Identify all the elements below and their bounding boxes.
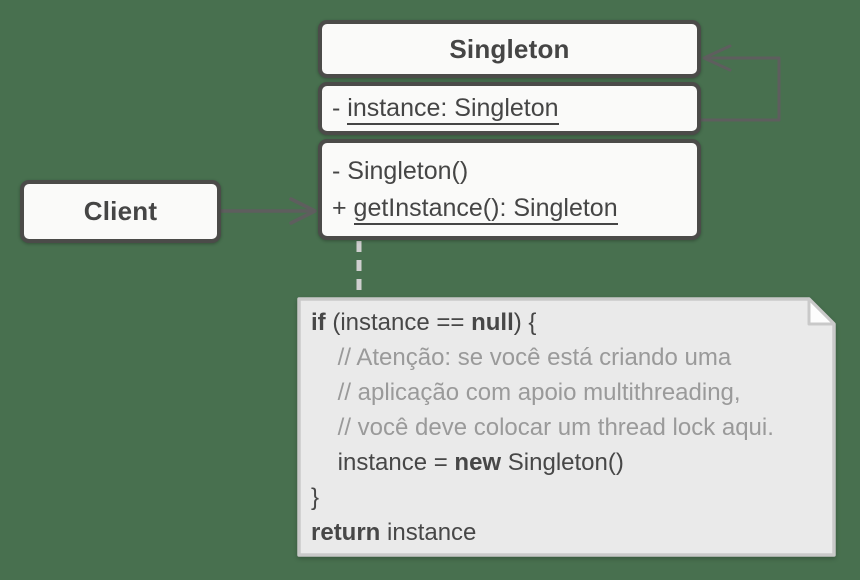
note-code-line: return instance [311,519,477,546]
note-body [297,297,836,557]
class-member: + getInstance(): Singleton [332,190,687,227]
client-class-box: Client [20,180,221,243]
note-code-line: if (instance == null) { [311,309,537,336]
note-code-line: // Atenção: se você está criando uma [337,344,732,371]
class-member: - instance: Singleton [332,90,687,127]
class-member: - Singleton() [332,156,469,185]
singleton-class-methods-compartment: - Singleton() + getInstance(): Singleton [318,139,701,240]
note-shape [297,297,836,557]
self-reference-arrow [699,44,781,122]
code-note: if (instance == null) { // Atenção: se v… [297,297,838,558]
note-code-line: instance = new Singleton() [311,449,624,476]
client-class-name: Client [83,196,158,226]
note-code-line: // você deve colocar um thread lock aqui… [337,414,774,441]
client-dependency-arrow [219,197,317,225]
singleton-class-name: Singleton [449,33,570,64]
note-folded-corner [807,297,836,326]
note-code: if (instance == null) { // Atenção: se v… [311,305,830,554]
singleton-class-title-compartment: Singleton [318,20,701,78]
note-code-line: } [311,484,320,511]
singleton-class-attributes-compartment: - instance: Singleton [318,82,701,135]
note-code-line: // aplicação com apoio multithreading, [337,379,741,406]
